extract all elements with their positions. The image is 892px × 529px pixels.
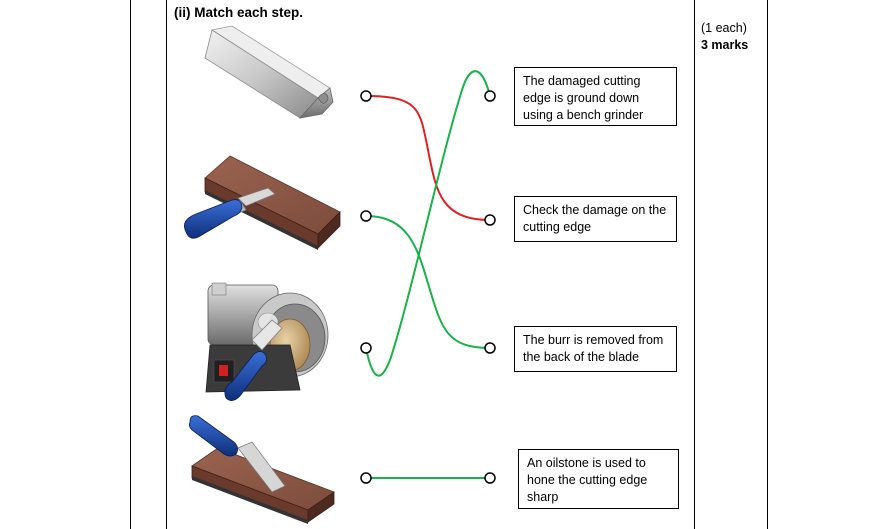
step-box-remove-burr: The burr is removed from the back of the…: [514, 326, 677, 372]
match-line-image3-to-grind: [365, 70, 491, 377]
right-dot-1[interactable]: [484, 90, 496, 102]
marks-each: (1 each): [701, 21, 747, 35]
right-dot-2[interactable]: [484, 214, 496, 226]
table-border-left: [130, 0, 131, 529]
step-box-grind: The damaged cutting edge is ground down …: [514, 67, 677, 126]
table-border-marks-left: [694, 0, 695, 529]
table-border-question-left: [166, 0, 167, 529]
left-dot-1[interactable]: [360, 90, 372, 102]
bench-grinder-image: [205, 282, 329, 401]
right-dot-3[interactable]: [484, 342, 496, 354]
table-border-right: [767, 0, 768, 529]
damaged-chisel-blade-image: [204, 25, 334, 119]
right-dot-4[interactable]: [484, 472, 496, 484]
left-dot-2[interactable]: [360, 210, 372, 222]
match-line-image2-to-remove-burr: [365, 215, 491, 349]
step-box-check-damage: Check the damage on the cutting edge: [514, 196, 677, 242]
left-dot-4[interactable]: [360, 472, 372, 484]
question-title: (ii) Match each step.: [174, 5, 304, 20]
marks-column: (1 each) 3 marks: [701, 20, 748, 54]
step-box-oilstone: An oilstone is used to hone the cutting …: [518, 449, 679, 509]
marks-total: 3 marks: [701, 38, 749, 52]
left-dot-3[interactable]: [360, 342, 372, 354]
chisel-on-oilstone-image: [183, 155, 341, 250]
match-line-image1-to-check-damage: [365, 95, 491, 221]
chisel-honing-image: [188, 415, 335, 524]
